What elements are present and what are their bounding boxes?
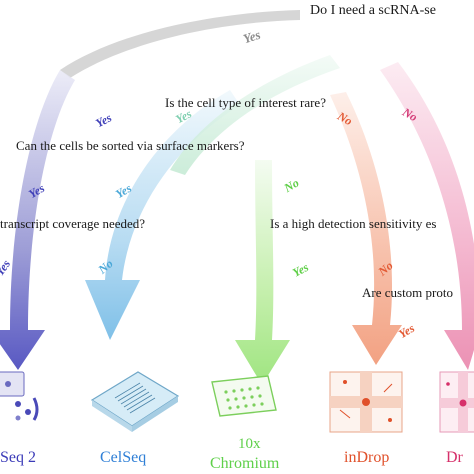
- celseq-chip-icon: [90, 371, 180, 432]
- arrow-to-smartseq: [0, 70, 75, 370]
- question-detection-sensitivity: Is a high detection sensitivity es: [270, 216, 436, 231]
- indrop-microfluidic-icon: [329, 371, 403, 433]
- chromium-chip-icon: [211, 375, 277, 417]
- smartseq-plate-icon: [0, 371, 39, 421]
- method-10x-label: 10x: [238, 436, 261, 452]
- method-chromium-label: Chromium: [210, 455, 280, 472]
- answer-no-q3-green: No: [281, 176, 302, 196]
- question-transcript-coverage: transcript coverage needed?: [0, 216, 145, 231]
- answer-no-q1-pink: No: [399, 104, 420, 124]
- answer-yes-q1: Yes: [241, 27, 262, 47]
- question-surface-markers: Can the cells be sorted via surface mark…: [16, 138, 245, 153]
- method-celseq-label: CelSeq: [100, 449, 146, 466]
- question-rare-cell-type: Is the cell type of interest rare?: [165, 95, 326, 110]
- arrow-to-chromium: [235, 160, 290, 385]
- arrow-q1-yes: [60, 10, 300, 78]
- answer-yes-q5-green: Yes: [290, 260, 311, 280]
- method-smartseq2-label: Seq 2: [0, 449, 36, 466]
- answer-yes-q2-teal: Yes: [173, 106, 194, 126]
- arrow-to-dropseq: [380, 62, 474, 370]
- arrow-q2-yes: [170, 55, 340, 175]
- answer-yes-q2-purple: Yes: [93, 110, 114, 130]
- method-dropseq-label: Dr: [446, 449, 464, 466]
- answer-no-q2-orange: No: [334, 108, 355, 128]
- arrow-to-indrop: [330, 92, 402, 365]
- dropseq-microfluidic-icon: [439, 371, 474, 433]
- answer-yes-q6-orange: Yes: [396, 321, 417, 341]
- question-custom-protocol: Are custom proto: [362, 285, 453, 300]
- method-indrop-label: inDrop: [344, 449, 389, 466]
- question-scrna-seq: Do I need a scRNA-se: [310, 3, 436, 18]
- answer-yes-q4-purple: Yes: [0, 257, 13, 278]
